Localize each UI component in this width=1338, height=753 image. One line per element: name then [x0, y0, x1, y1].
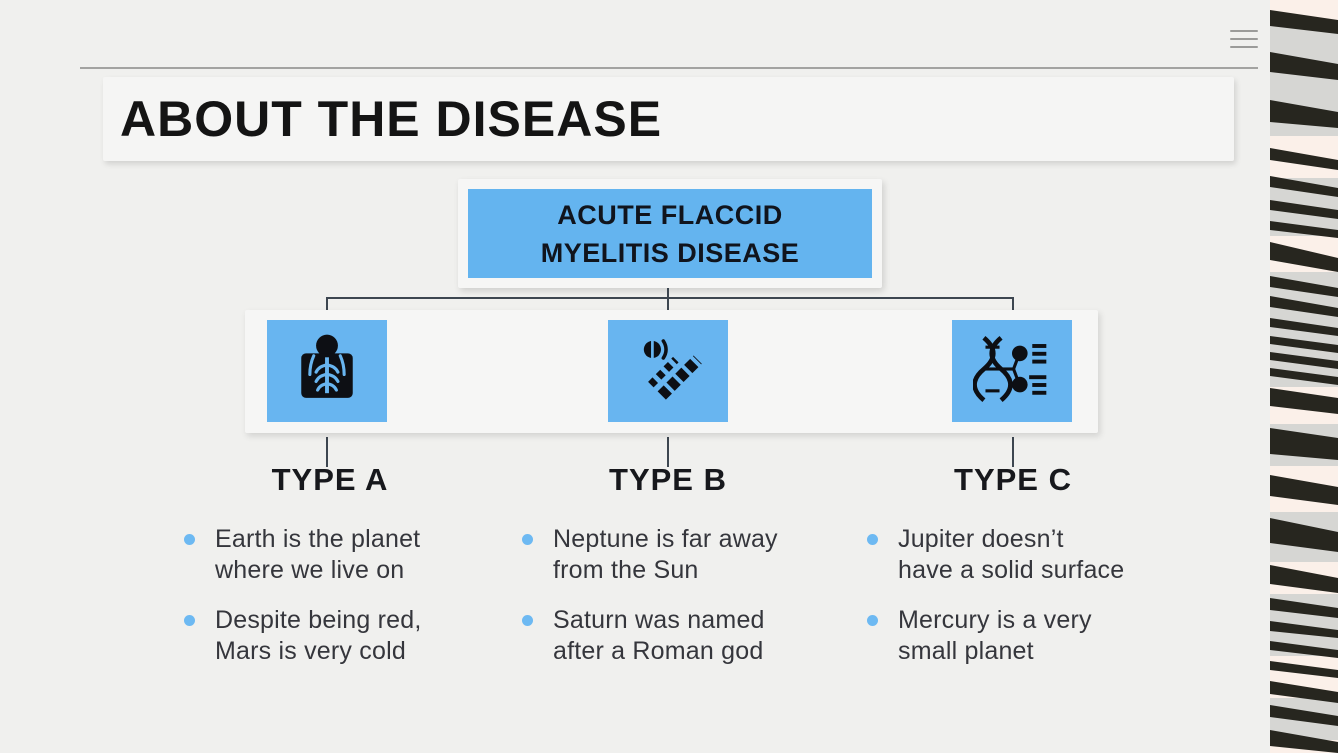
- list-item: Earth is the planet where we live on: [184, 524, 500, 586]
- hamburger-menu-icon[interactable]: [1230, 27, 1258, 51]
- type-c-heading: TYPE C: [954, 462, 1072, 497]
- zebra-pattern-decoration: [1270, 0, 1338, 753]
- type-c-bullet-list: Jupiter doesn’t have a solid surface Mer…: [843, 524, 1183, 667]
- xray-icon: [288, 330, 366, 413]
- bullet-dot-icon: [184, 534, 195, 545]
- list-item: Neptune is far away from the Sun: [522, 524, 838, 586]
- icon-strip-panel: [245, 310, 1098, 433]
- connector-sub-center: [667, 437, 669, 467]
- type-a-bullet-list: Earth is the planet where we live on Des…: [160, 524, 500, 667]
- connector-drop-center: [667, 297, 669, 312]
- bullet-dot-icon: [184, 615, 195, 626]
- connector-sub-right: [1012, 437, 1014, 467]
- list-item: Jupiter doesn’t have a solid surface: [867, 524, 1183, 586]
- type-b-heading: TYPE B: [609, 462, 727, 497]
- connector-root-vertical: [667, 288, 669, 298]
- type-c-icon-box: [952, 320, 1072, 422]
- diagram-root-panel: ACUTE FLACCID MYELITIS DISEASE: [458, 179, 882, 288]
- list-item: Saturn was named after a Roman god: [522, 605, 838, 667]
- dna-icon: [972, 330, 1051, 413]
- type-c-column: TYPE C Jupiter doesn’t have a solid surf…: [843, 462, 1183, 686]
- connector-sub-left: [326, 437, 328, 467]
- root-label-line1: ACUTE FLACCID: [557, 199, 783, 230]
- type-b-icon-box: [608, 320, 728, 422]
- type-a-icon-box: [267, 320, 387, 422]
- diagram-root-node: ACUTE FLACCID MYELITIS DISEASE: [468, 189, 872, 278]
- bullet-dot-icon: [867, 615, 878, 626]
- connector-horizontal: [326, 297, 1014, 299]
- connector-drop-right: [1012, 297, 1014, 312]
- type-a-column: TYPE A Earth is the planet where we live…: [160, 462, 500, 686]
- thermometer-icon: [629, 330, 707, 413]
- page-title: ABOUT THE DISEASE: [120, 91, 663, 147]
- type-b-bullet-list: Neptune is far away from the Sun Saturn …: [498, 524, 838, 667]
- root-label-line2: MYELITIS DISEASE: [540, 237, 800, 268]
- list-item: Despite being red, Mars is very cold: [184, 605, 500, 667]
- header-divider-line: [80, 67, 1258, 69]
- bullet-dot-icon: [867, 534, 878, 545]
- bullet-dot-icon: [522, 615, 533, 626]
- connector-drop-left: [326, 297, 328, 312]
- title-panel: ABOUT THE DISEASE: [103, 77, 1234, 161]
- bullet-dot-icon: [522, 534, 533, 545]
- type-a-heading: TYPE A: [271, 462, 389, 497]
- type-b-column: TYPE B Neptune is far away from the Sun …: [498, 462, 838, 686]
- list-item: Mercury is a very small planet: [867, 605, 1183, 667]
